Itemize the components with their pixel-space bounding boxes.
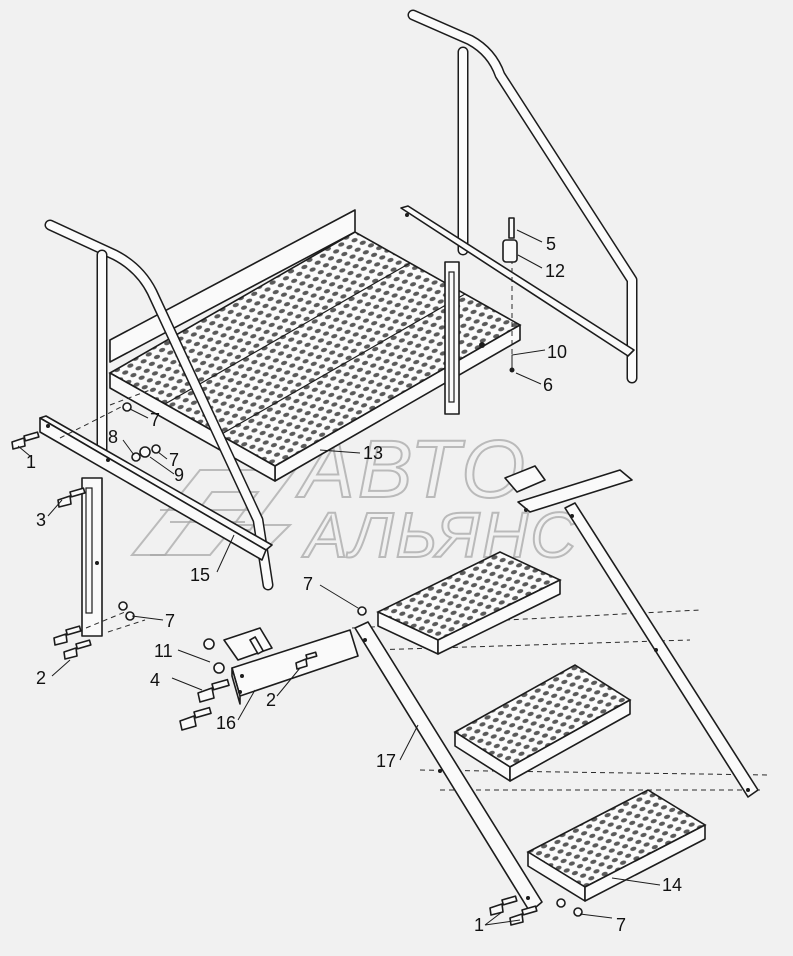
ladder-rail-left — [354, 621, 543, 913]
callout-8: 8 — [108, 427, 118, 447]
lower-step-bracket-16 — [223, 627, 359, 705]
callout-2-left: 2 — [36, 668, 46, 688]
bushing-12 — [502, 239, 518, 263]
callout-10: 10 — [547, 342, 567, 362]
ladder-rail-right — [564, 502, 759, 798]
washer-9 — [139, 446, 151, 458]
callout-1-bottom: 1 — [474, 915, 484, 935]
nut-7-a — [122, 402, 132, 412]
nut-11b — [213, 662, 225, 674]
bolt-1-bottom — [489, 895, 538, 926]
bolt-1-left — [11, 431, 40, 450]
right-rear-handrail — [407, 9, 638, 384]
nut-7-e — [556, 898, 566, 908]
callout-7-a: 7 — [150, 410, 160, 430]
callout-6: 6 — [543, 375, 553, 395]
bolt-4 — [197, 678, 230, 703]
callout-7-e: 7 — [616, 915, 626, 935]
assembly-line-post — [85, 611, 146, 633]
nut-11a — [203, 638, 215, 650]
callout-7-d: 7 — [303, 574, 313, 594]
callout-12: 12 — [545, 261, 565, 281]
callout-5: 5 — [546, 234, 556, 254]
bolt-2-left — [53, 625, 92, 660]
front-handrail — [44, 219, 274, 591]
bolt-unlabeled-16 — [179, 706, 212, 731]
leader-lines — [17, 229, 661, 926]
callout-17: 17 — [376, 751, 396, 771]
nut-7-c — [118, 601, 128, 611]
assembly-line-left — [59, 389, 151, 439]
right-support-post — [444, 261, 460, 415]
bolt-2-mid — [295, 651, 318, 670]
bolt-3 — [57, 487, 86, 508]
callout-9: 9 — [174, 465, 184, 485]
callout-16: 16 — [216, 713, 236, 733]
front-angle-bracket-flange — [39, 417, 267, 561]
step-tread-2 — [453, 664, 632, 782]
deck-panel-seams — [164, 262, 466, 436]
nut-7-e2 — [573, 907, 583, 917]
callout-1-left: 1 — [26, 452, 36, 472]
deck-bolt — [479, 342, 485, 348]
callout-7-c: 7 — [165, 611, 175, 631]
upper-step-clamp — [504, 465, 546, 493]
callout-15: 15 — [190, 565, 210, 585]
callout-13: 13 — [363, 443, 383, 463]
bracket-hole — [405, 213, 409, 217]
callout-14: 14 — [662, 875, 682, 895]
assembly-lines-steps — [351, 609, 771, 791]
callout-11: 11 — [154, 641, 173, 661]
step-tread-3 — [526, 789, 707, 902]
step-tread-1 — [376, 551, 562, 655]
pin-5 — [508, 217, 515, 239]
nut-7-b — [151, 444, 161, 454]
callout-3: 3 — [36, 510, 46, 530]
nut-7-d — [357, 606, 367, 616]
callout-7-b: 7 — [169, 450, 179, 470]
callout-2-mid: 2 — [266, 690, 276, 710]
right-side-bracket — [400, 205, 635, 357]
callout-4: 4 — [150, 670, 160, 690]
